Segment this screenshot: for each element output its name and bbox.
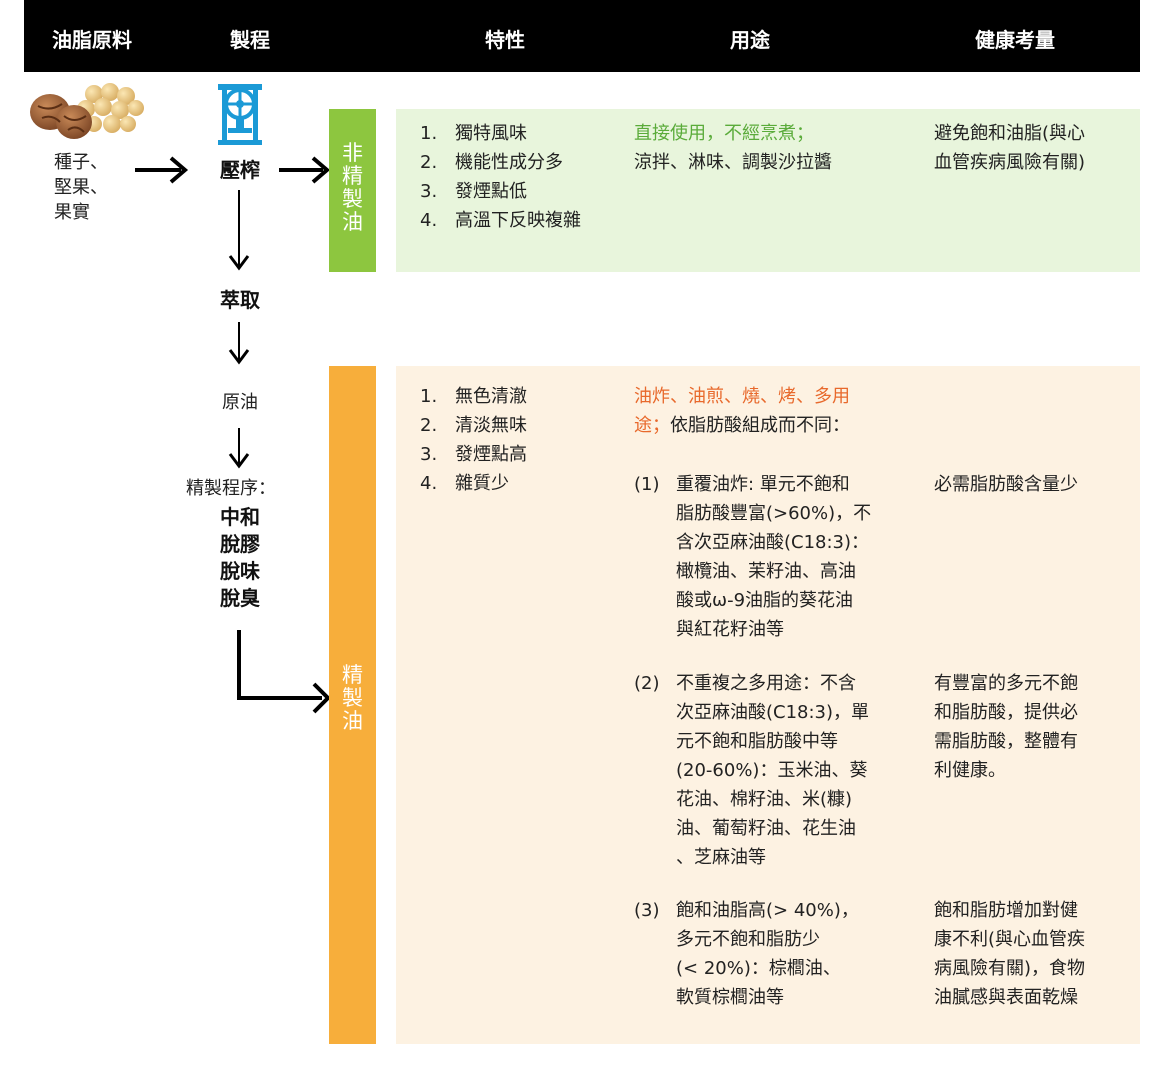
refined-sub-health: 飽和脂肪增加對健 康不利(與心血管疾 病風險有關)，食物 油膩感與表面乾燥	[934, 900, 1086, 1008]
refined-label: 精 製 油	[342, 663, 363, 733]
arrow-down-icon	[228, 190, 250, 271]
arrow-right-icon	[279, 156, 331, 184]
arrow-down-icon	[228, 428, 250, 469]
refined-sub-item: (2) 不重複之多用途：不含 次亞麻油酸(C18:3)，單 元不飽和脂肪酸中等 …	[634, 673, 870, 868]
table-header	[24, 0, 1140, 72]
process-crude: 原油	[222, 392, 258, 413]
unrefined-health: 避免飽和油脂(與心 血管疾病風險有關)	[934, 123, 1086, 173]
usage-highlight: 途；	[634, 415, 670, 436]
list-item: 3.發煙點高	[420, 444, 527, 465]
usage-highlight: 直接使用，不經烹煮；	[634, 123, 814, 144]
process-extract: 萃取	[220, 288, 260, 312]
unrefined-usage: 直接使用，不經烹煮； 涼拌、淋味、調製沙拉醬	[634, 119, 832, 177]
refine-step: 脫膠	[220, 532, 260, 556]
refine-step: 中和	[220, 505, 260, 529]
refined-bar	[329, 366, 376, 1044]
walnut-icon	[30, 94, 92, 139]
list-item: 3.發煙點低	[420, 181, 527, 202]
refined-properties: 1.無色清澈 2.清淡無味 3.發煙點高 4.雜質少	[420, 382, 527, 498]
header-property: 特性	[485, 28, 525, 52]
process-press: 壓榨	[220, 158, 260, 182]
process-refine-label: 精製程序：	[186, 478, 276, 499]
list-item: 4.雜質少	[420, 473, 509, 494]
header-health: 健康考量	[975, 28, 1055, 52]
unrefined-panel	[396, 109, 1140, 272]
material-label: 種子、 堅果、 果實	[54, 152, 108, 223]
usage-text: 涼拌、淋味、調製沙拉醬	[634, 152, 832, 173]
oil-press-machine-icon	[218, 84, 262, 145]
header-usage: 用途	[730, 28, 770, 52]
refine-step: 脫臭	[220, 586, 260, 610]
refined-sub-health: 必需脂肪酸含量少	[934, 474, 1078, 495]
list-item: 2.機能性成分多	[420, 152, 563, 173]
refined-sub-item: (1) 重覆油炸: 單元不飽和 脂肪酸豐富(>60%)，不 含次亞麻油酸(C18…	[634, 474, 872, 640]
header-material: 油脂原料	[52, 28, 132, 52]
refine-steps: 中和 脫膠 脫味 脫臭	[190, 504, 290, 612]
refined-sub-health: 有豐富的多元不飽 和脂肪酸，提供必 需脂肪酸，整體有 利健康。	[934, 673, 1078, 781]
list-item: 1.獨特風味	[420, 123, 527, 144]
arrow-elbow-icon	[237, 630, 331, 714]
arrow-right-icon	[135, 156, 189, 184]
seeds-nuts-image	[30, 83, 144, 139]
soybeans-icon	[77, 83, 144, 133]
unrefined-label: 非 精 製 油	[342, 141, 363, 234]
refined-usage: 油炸、油煎、燒、烤、多用 途；依脂肪酸組成而不同：	[634, 382, 850, 440]
list-item: 4.高溫下反映複雜	[420, 210, 581, 231]
header-process: 製程	[230, 28, 270, 52]
unrefined-bar	[329, 109, 376, 272]
refined-panel	[396, 366, 1140, 1044]
usage-text: 依脂肪酸組成而不同：	[670, 415, 850, 436]
refine-step: 脫味	[220, 559, 260, 583]
usage-highlight: 油炸、油煎、燒、烤、多用	[634, 386, 850, 407]
usage-line: 途；依脂肪酸組成而不同：	[634, 411, 850, 440]
list-item: 1.無色清澈	[420, 386, 527, 407]
arrow-down-icon	[228, 322, 250, 365]
list-item: 2.清淡無味	[420, 415, 527, 436]
refined-sub-item: (3) 飽和油脂高(> 40%)， 多元不飽和脂肪少 (< 20%)：棕櫚油、 …	[634, 900, 859, 1008]
unrefined-properties: 1.獨特風味 2.機能性成分多 3.發煙點低 4.高溫下反映複雜	[420, 119, 581, 235]
